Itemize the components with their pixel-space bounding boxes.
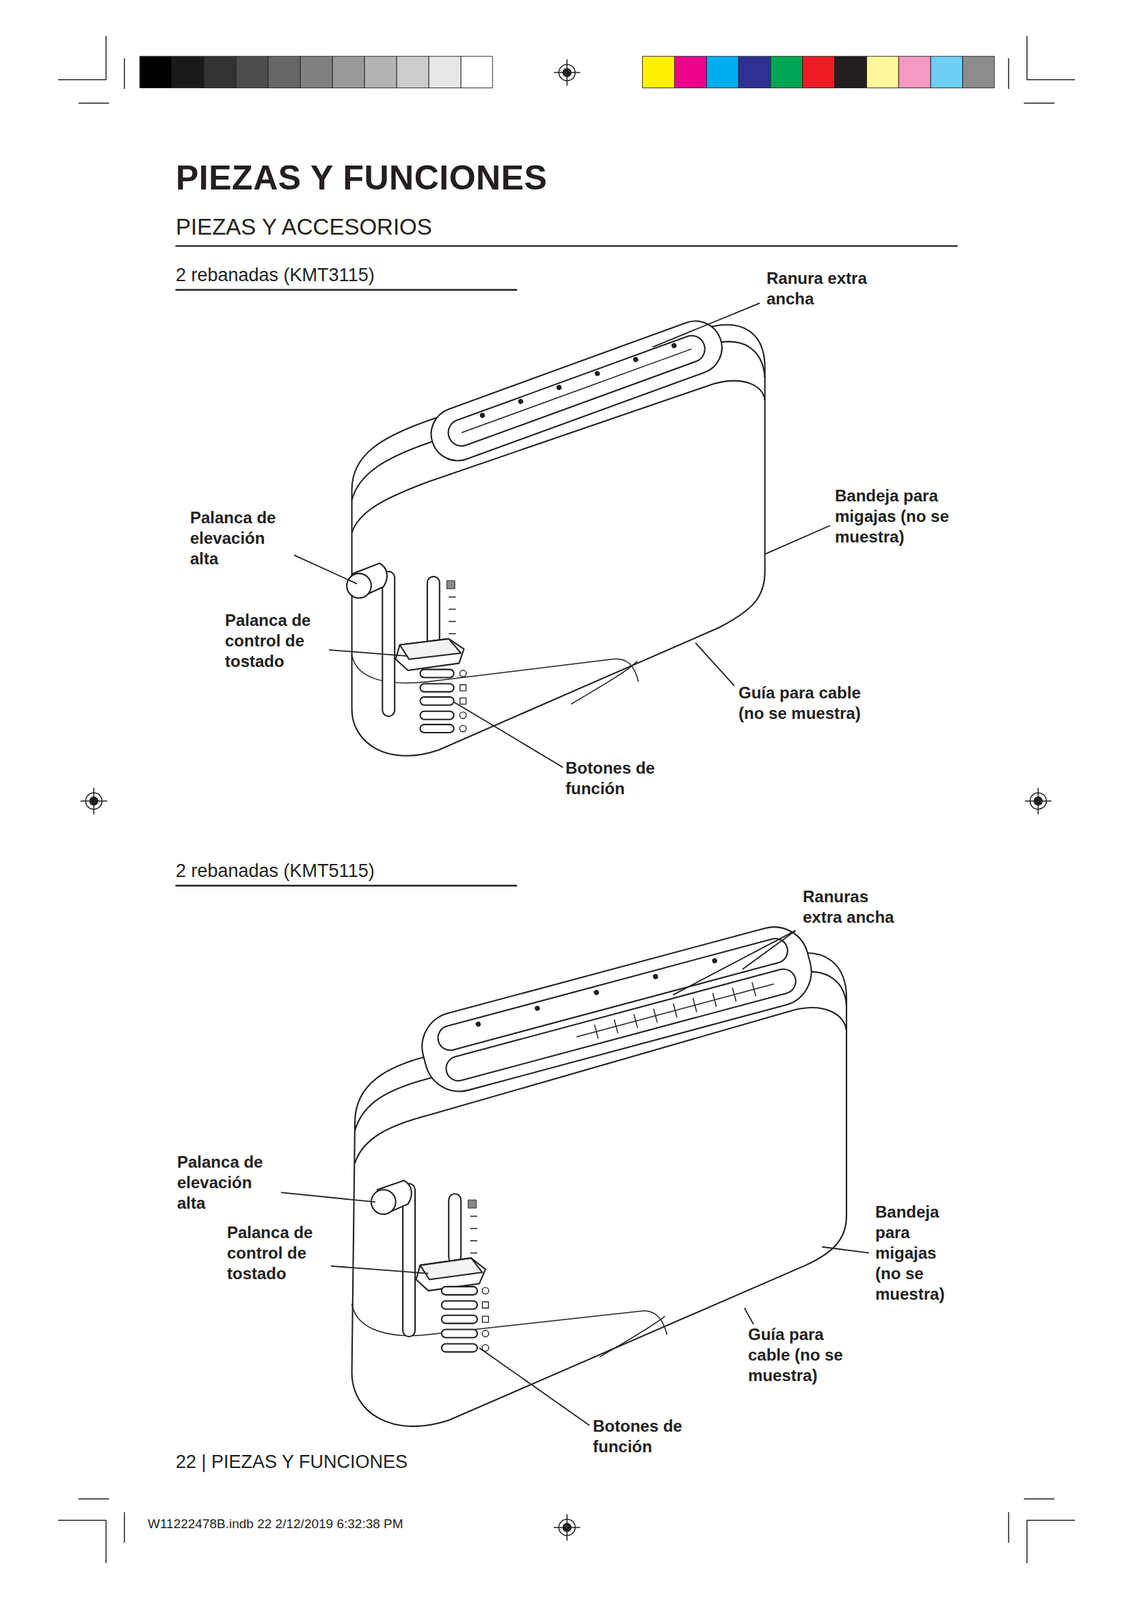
- section-heading: PIEZAS Y ACCESORIOS: [175, 213, 655, 241]
- page-footer: 22 | PIEZAS Y FUNCIONES: [175, 1449, 587, 1473]
- part-label: Guía para cable (no se muestra): [746, 1323, 858, 1386]
- toaster-kmt3115: [346, 313, 765, 755]
- part-label: Bandeja para migajas (no se muestra): [833, 485, 952, 548]
- part-label: Botones de función: [591, 1415, 704, 1457]
- part-label: Palanca de control de tostado: [223, 609, 329, 672]
- part-label: Ranura extra ancha: [765, 268, 890, 310]
- part-label: Palanca de elevación alta: [188, 507, 295, 569]
- print-slug: W11222478B.indb 22 2/12/2019 6:32:38 PM: [147, 1515, 558, 1532]
- part-label: Ranuras extra ancha: [801, 886, 909, 928]
- model-heading: 2 rebanadas (KMT3115): [175, 263, 518, 287]
- part-label: Guía para cable (no se muestra): [737, 682, 881, 724]
- print-marks: [58, 35, 1075, 1563]
- part-label: Palanca de control de tostado: [225, 1221, 331, 1284]
- model-heading: 2 rebanadas (KMT5115): [175, 858, 518, 883]
- part-label: Palanca de elevación alta: [175, 1151, 282, 1214]
- part-label: Botones de función: [564, 757, 677, 799]
- rules: [175, 246, 958, 1471]
- page-title: PIEZAS Y FUNCIONES: [175, 157, 548, 199]
- part-label: Bandeja para migajas (no se muestra): [873, 1201, 954, 1305]
